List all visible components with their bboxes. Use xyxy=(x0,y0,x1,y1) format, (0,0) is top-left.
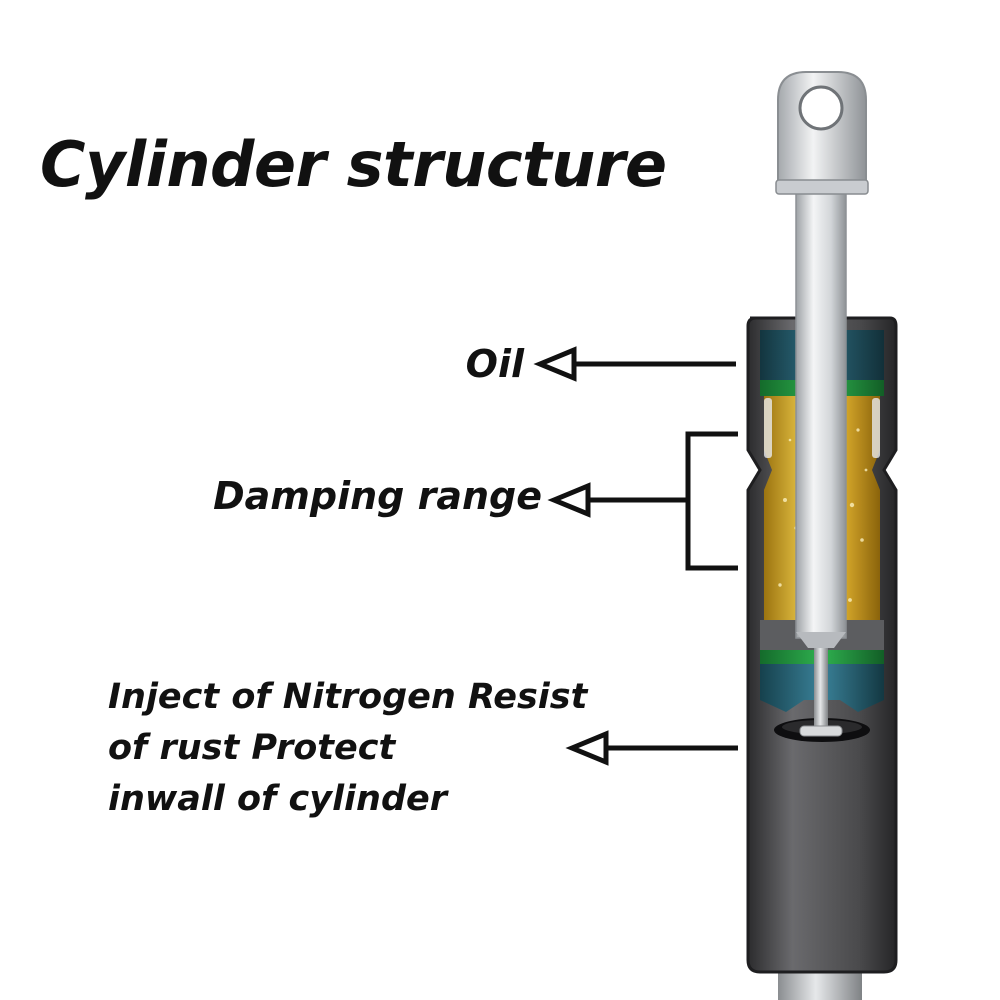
label-nitrogen-line2: of rust Protect xyxy=(108,728,396,768)
eye-hole xyxy=(798,85,844,131)
label-nitrogen-line3: inwall of cylinder xyxy=(108,779,448,819)
piston-rod xyxy=(795,185,847,639)
damping-bracket xyxy=(547,431,738,571)
diagram-title: Cylinder structure xyxy=(40,128,667,201)
inner-rod xyxy=(814,638,828,734)
label-nitrogen: Inject of Nitrogen Resist of rust Protec… xyxy=(108,672,587,825)
label-damping-range: Damping range xyxy=(213,474,542,518)
nitrogen-arrow xyxy=(565,730,738,766)
oil-arrow xyxy=(533,346,736,382)
label-oil: Oil xyxy=(465,342,524,386)
label-nitrogen-line1: Inject of Nitrogen Resist xyxy=(108,677,588,717)
